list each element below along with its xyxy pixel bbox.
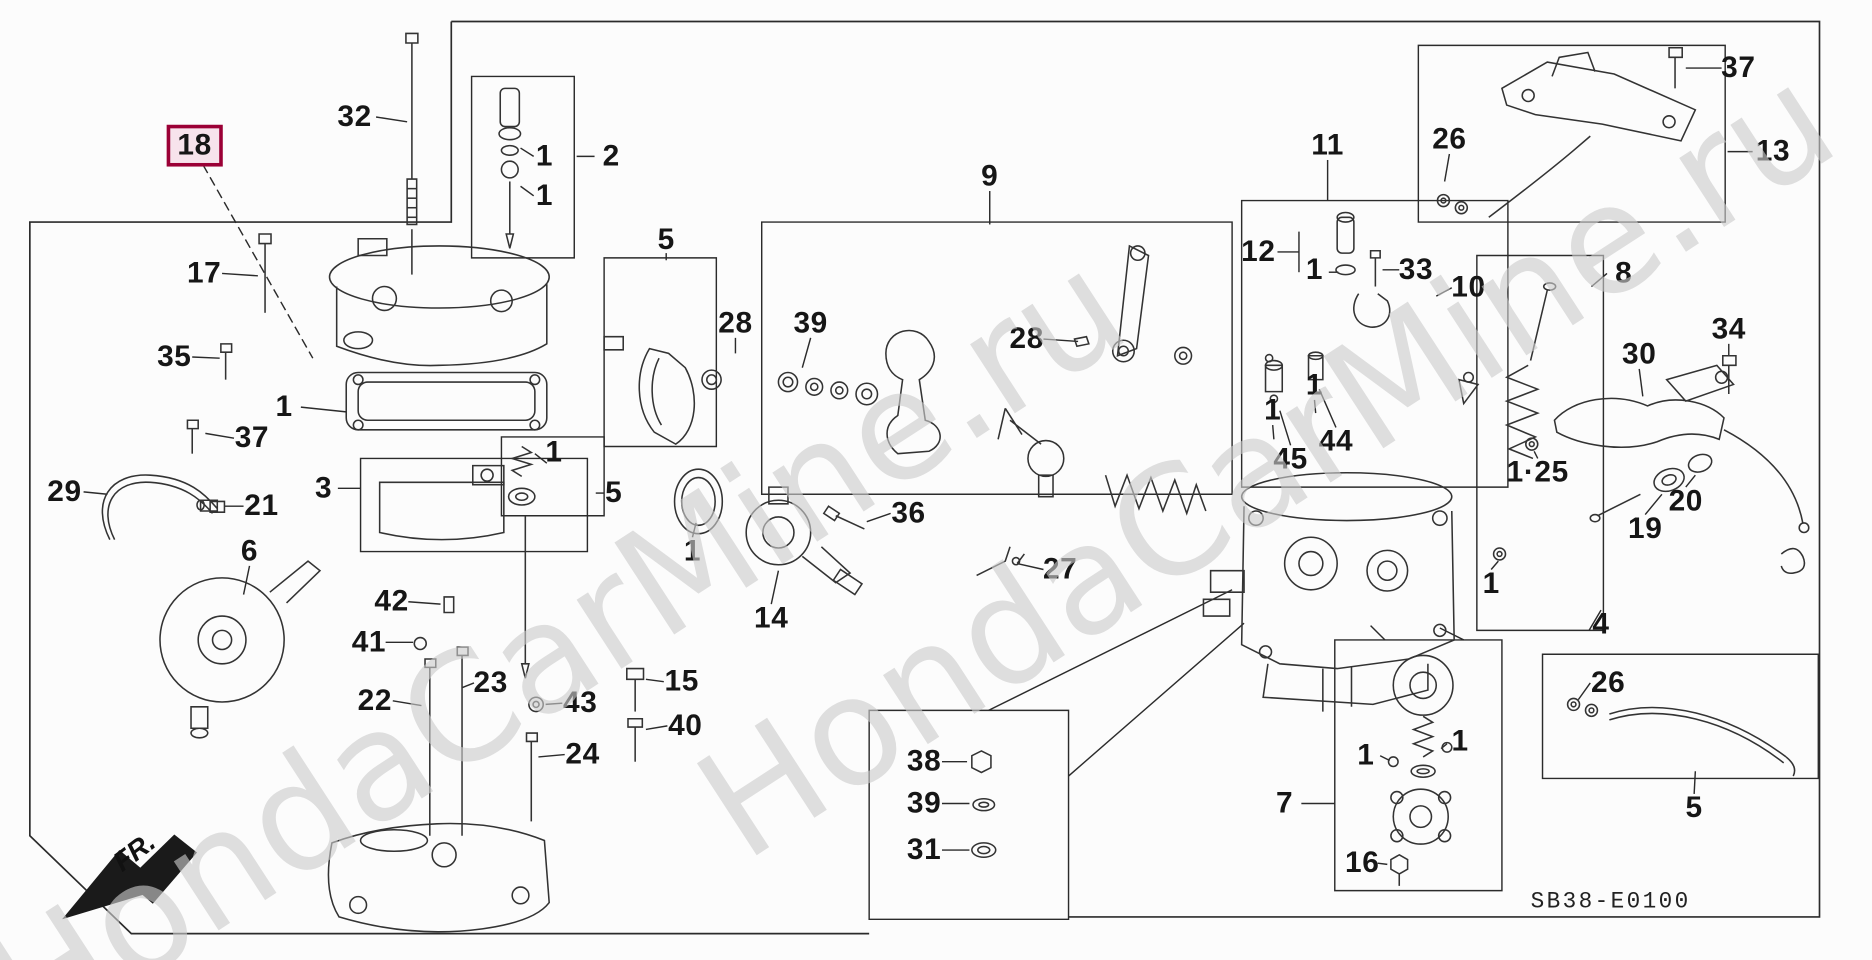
part-label[interactable]: 11	[1311, 128, 1344, 162]
sketch-long-screws-22-23-24	[414, 597, 643, 836]
part-label[interactable]: 31	[906, 832, 942, 867]
part-label[interactable]: 5	[657, 222, 675, 257]
part-label[interactable]: 28	[718, 306, 753, 340]
sketch-bolts-left	[187, 234, 271, 511]
part-label[interactable]: 1	[1305, 252, 1324, 286]
part-label[interactable]: 1	[1451, 724, 1469, 758]
sketch-main-carburetor-body	[1203, 473, 1454, 712]
part-label[interactable]: 34	[1711, 312, 1746, 346]
sketch-solenoid-parts-box11	[1266, 213, 1390, 403]
sketch-needle-valve-set-2	[499, 88, 520, 248]
sketch-float-3	[380, 466, 504, 540]
sketch-pump-cover-7	[1389, 655, 1453, 885]
part-label[interactable]: 43	[563, 685, 598, 720]
part-label[interactable]: 5	[1685, 790, 1703, 825]
part-label[interactable]: 4	[1592, 607, 1610, 641]
part-label[interactable]: 1	[545, 435, 563, 469]
part-label[interactable]: 20	[1668, 484, 1703, 518]
sketch-throttle-body-14	[746, 487, 864, 594]
part-label[interactable]: 26	[1432, 122, 1467, 156]
sketch-choke-bracket-5	[604, 337, 722, 534]
sketch-diaphragm-6	[160, 561, 320, 738]
sketch-top-gasket	[346, 372, 547, 429]
part-label[interactable]: 37	[234, 420, 270, 455]
part-label[interactable]: 17	[186, 256, 222, 290]
part-label[interactable]: 37	[1721, 50, 1756, 85]
sketch-lower-carburetor-body	[328, 824, 549, 932]
part-label[interactable]: 42	[374, 584, 409, 618]
part-label[interactable]: 1	[275, 389, 293, 424]
part-label[interactable]: 28	[1009, 321, 1044, 356]
part-label[interactable]: 1	[535, 139, 554, 173]
sketch-jets-19-20	[1494, 451, 1715, 560]
part-label[interactable]: 41	[351, 625, 387, 659]
part-label[interactable]: 12	[1241, 234, 1276, 269]
sketch-hose-29	[102, 475, 224, 540]
part-label[interactable]: 26	[1590, 665, 1626, 700]
part-label[interactable]: 1	[535, 178, 554, 212]
part-sketches	[102, 33, 1808, 931]
sketch-nut-washers-38-39-31	[972, 751, 996, 857]
part-label[interactable]: 1	[1264, 393, 1282, 427]
part-label[interactable]: 38	[906, 744, 942, 778]
sketch-screw-spring-8	[1459, 283, 1556, 459]
leader-lines	[84, 68, 1753, 864]
part-label[interactable]: 21	[244, 488, 279, 523]
part-label[interactable]: 1·25	[1506, 455, 1569, 489]
part-label[interactable]: 29	[47, 474, 82, 509]
part-label[interactable]: 1	[1482, 566, 1500, 600]
part-label[interactable]: 9	[981, 159, 999, 193]
diagram-border	[30, 21, 1820, 933]
part-label[interactable]: 36	[891, 496, 926, 530]
part-label[interactable]: 10	[1451, 270, 1486, 304]
part-label[interactable]: 16	[1345, 845, 1380, 880]
part-label[interactable]: 6	[240, 534, 259, 568]
part-label[interactable]: 7	[1276, 786, 1294, 820]
part-label[interactable]: 1	[1305, 368, 1324, 402]
part-label[interactable]: 1	[1357, 738, 1375, 772]
part-label[interactable]: 8	[1615, 256, 1633, 290]
sketch-throttle-lever-30	[1554, 356, 1808, 573]
part-label[interactable]: 1	[683, 534, 702, 568]
part-label[interactable]: 39	[793, 306, 828, 340]
part-label[interactable]: 19	[1627, 511, 1663, 546]
part-group-boxes	[361, 45, 1819, 919]
part-label[interactable]: 33	[1398, 252, 1434, 286]
part-label[interactable]: 44	[1318, 424, 1354, 458]
part-label[interactable]: 45	[1273, 442, 1308, 476]
sketch-spring-ring-5	[509, 447, 535, 679]
part-label[interactable]: 14	[754, 601, 789, 635]
part-label[interactable]: 5	[605, 475, 623, 510]
part-label[interactable]: 13	[1755, 134, 1791, 168]
fr-direction-arrow	[62, 834, 197, 920]
part-label[interactable]: 32	[337, 99, 372, 134]
sketch-bracket-plate-13	[1437, 48, 1695, 218]
part-label[interactable]: 27	[1042, 552, 1078, 586]
part-label[interactable]: 23	[473, 665, 508, 700]
sketch-fuel-pipe-5	[1568, 698, 1795, 776]
part-label[interactable]: 2	[602, 139, 620, 173]
part-label[interactable]: 22	[357, 683, 393, 717]
part-label-highlighted[interactable]: 18	[166, 124, 223, 167]
sketch-long-screw-32	[406, 33, 418, 224]
part-label[interactable]: 40	[668, 708, 703, 743]
part-label[interactable]: 24	[565, 737, 600, 771]
diagram-code: SB38-E0100	[1530, 888, 1691, 915]
part-label[interactable]: 3	[314, 470, 333, 505]
sketch-pump-parts-box9	[778, 246, 1205, 576]
part-label[interactable]: 30	[1622, 337, 1657, 371]
part-label[interactable]: 39	[906, 786, 942, 820]
part-label[interactable]: 15	[664, 664, 699, 698]
sketch-carburetor-top-cover	[330, 229, 550, 365]
part-label[interactable]: 35	[157, 339, 192, 374]
